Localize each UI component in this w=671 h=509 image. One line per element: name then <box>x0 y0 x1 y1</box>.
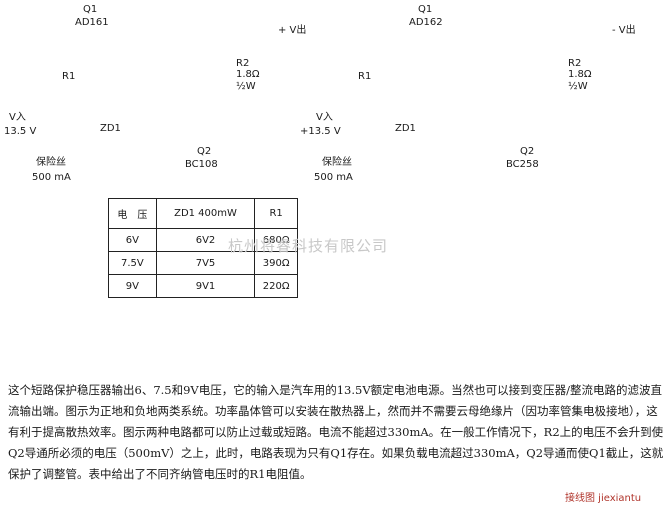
right-q2-label: Q2 <box>520 146 535 157</box>
table-header-cell: R1 <box>254 197 298 230</box>
table-row: 7.5V 7V5 390Ω <box>108 251 298 276</box>
table-row: 6V 6V2 680Ω <box>108 228 298 253</box>
description-text: 这个短路保护稳压器输出6、7.5和9V电压，它的输入是汽车用的13.5V额定电池… <box>8 383 664 481</box>
table-cell: 6V <box>108 228 157 253</box>
table-cell: 220Ω <box>254 274 298 298</box>
table-header-row: 电 压 ZD1 400mW R1 <box>108 197 298 230</box>
left-fuse-rating: 500 mA <box>32 172 71 183</box>
right-zd1-label: ZD1 <box>395 123 416 134</box>
right-vout: - V出 <box>612 25 636 36</box>
right-fuse: 保险丝 <box>322 157 352 168</box>
table-cell: 9V <box>108 274 157 298</box>
right-r2-label: R2 <box>568 58 582 69</box>
table-cell: 390Ω <box>254 251 298 276</box>
right-r2-power: ½W <box>568 81 588 92</box>
left-r2-power: ½W <box>236 81 256 92</box>
right-vin-value: +13.5 V <box>300 126 341 137</box>
left-r2-value: 1.8Ω <box>236 69 260 80</box>
left-vin-value: 13.5 V <box>4 126 37 137</box>
table-cell: 7V5 <box>155 251 256 276</box>
table-header-cell: 电 压 <box>108 197 157 230</box>
left-vout: + V出 <box>278 25 307 36</box>
right-q2-type: BC258 <box>506 159 539 170</box>
right-r1-label: R1 <box>358 71 372 82</box>
site-mark: 接线图 jiexiantu <box>565 493 642 504</box>
left-fuse: 保险丝 <box>36 157 66 168</box>
table-cell: 7.5V <box>108 251 157 276</box>
left-q1-type: AD161 <box>75 17 109 28</box>
watermark: 杭州将睿科技有限公司 <box>228 237 389 255</box>
left-q1-label: Q1 <box>83 4 98 15</box>
right-vin: V入 <box>316 112 333 123</box>
left-r1-label: R1 <box>62 71 76 82</box>
right-r2-value: 1.8Ω <box>568 69 592 80</box>
left-zd1-label: ZD1 <box>100 123 121 134</box>
right-q1-type: AD162 <box>409 17 443 28</box>
left-r2-label: R2 <box>236 58 250 69</box>
right-fuse-rating: 500 mA <box>314 172 353 183</box>
left-q2-type: BC108 <box>185 159 218 170</box>
table-header-cell: ZD1 400mW <box>155 197 256 230</box>
description: 这个短路保护稳压器输出6、7.5和9V电压，它的输入是汽车用的13.5V额定电池… <box>8 380 664 485</box>
table-cell: 9V1 <box>155 274 256 298</box>
table-row: 9V 9V1 220Ω <box>108 274 298 298</box>
left-vin: V入 <box>9 112 26 123</box>
left-q2-label: Q2 <box>197 146 212 157</box>
zener-table: 电 压 ZD1 400mW R1 6V 6V2 680Ω 7.5V 7V5 39… <box>108 197 298 298</box>
right-q1-label: Q1 <box>418 4 433 15</box>
